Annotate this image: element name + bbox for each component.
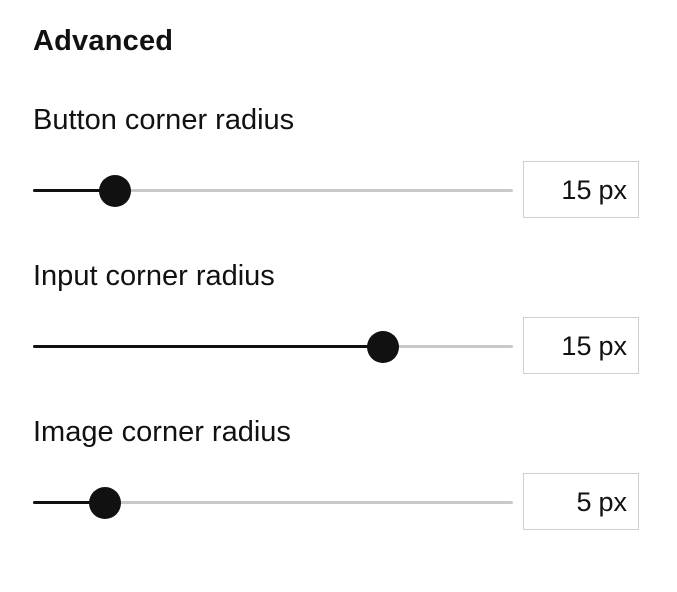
input-corner-radius-value: 15: [561, 330, 592, 361]
slider-track: [33, 189, 513, 192]
input-corner-radius-label: Input corner radius: [33, 260, 275, 292]
input-corner-radius-slider[interactable]: [33, 330, 513, 364]
input-corner-radius-unit: px: [598, 330, 627, 361]
slider-thumb[interactable]: [98, 175, 131, 207]
image-corner-radius-slider[interactable]: [33, 486, 513, 520]
slider-track: [33, 501, 513, 504]
slider-fill: [33, 345, 384, 348]
image-corner-radius-input[interactable]: 5 px: [523, 473, 639, 530]
button-corner-radius-slider[interactable]: [33, 174, 513, 208]
image-corner-radius-value: 5: [576, 486, 592, 517]
image-corner-radius-setting: Image corner radius 5 px: [0, 415, 677, 555]
slider-thumb[interactable]: [89, 487, 121, 519]
button-corner-radius-value: 15: [561, 174, 592, 205]
slider-fill: [33, 189, 115, 192]
slider-fill: [33, 501, 105, 504]
button-corner-radius-setting: Button corner radius 15 px: [0, 103, 677, 243]
button-corner-radius-unit: px: [598, 174, 627, 205]
input-corner-radius-input[interactable]: 15 px: [523, 317, 639, 374]
image-corner-radius-unit: px: [598, 486, 627, 517]
section-title: Advanced: [33, 25, 174, 57]
image-corner-radius-label: Image corner radius: [33, 416, 291, 448]
slider-thumb[interactable]: [367, 331, 400, 363]
button-corner-radius-input[interactable]: 15 px: [523, 161, 639, 218]
input-corner-radius-setting: Input corner radius 15 px: [0, 259, 677, 399]
button-corner-radius-label: Button corner radius: [33, 104, 295, 136]
